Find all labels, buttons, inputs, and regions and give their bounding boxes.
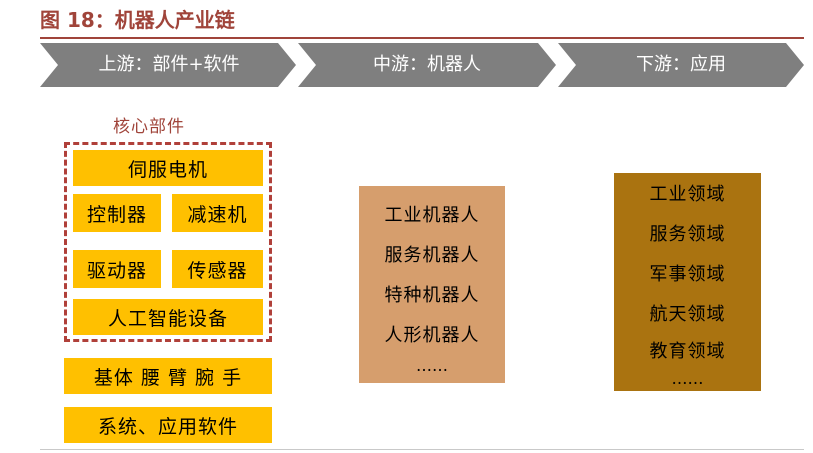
- midstream-item: 服务机器人: [384, 245, 480, 266]
- stage-label-midstream: 中游：机器人: [373, 54, 481, 75]
- stage-bar: 上游：部件+软件 中游：机器人 下游：应用: [40, 43, 804, 87]
- downstream-item: 工业领域: [649, 184, 726, 205]
- core-components-group: [64, 142, 272, 342]
- core-part-sensor: 传感器: [172, 250, 263, 288]
- downstream-item: 军事领域: [649, 264, 726, 285]
- downstream-panel: 工业领域 服务领域 军事领域 航天领域 教育领域 ……: [614, 173, 761, 391]
- core-part-reducer: 减速机: [172, 194, 263, 232]
- stage-label-downstream: 下游：应用: [636, 54, 726, 75]
- midstream-item: 工业机器人: [384, 205, 480, 226]
- downstream-item: 服务领域: [649, 224, 726, 245]
- stage-chevron-upstream: [40, 43, 296, 87]
- stage-chevrons: [40, 43, 804, 87]
- title-underline: [40, 37, 804, 39]
- stage-label-upstream: 上游：部件+软件: [98, 54, 240, 75]
- body-parts-box: 基体 腰 臂 腕 手: [64, 358, 272, 394]
- figure-title: 图 18：机器人产业链: [40, 8, 235, 32]
- midstream-panel: 工业机器人 服务机器人 特种机器人 人形机器人 ……: [359, 186, 505, 383]
- software-box: 系统、应用软件: [64, 407, 272, 443]
- core-part-controller: 控制器: [73, 194, 161, 232]
- downstream-item: 教育领域: [649, 341, 726, 362]
- core-part-driver: 驱动器: [73, 250, 161, 288]
- midstream-item: 人形机器人: [384, 325, 480, 346]
- core-part-ai-device: 人工智能设备: [73, 299, 263, 335]
- bottom-divider: [40, 449, 804, 450]
- midstream-item: 特种机器人: [384, 285, 480, 306]
- core-part-servo-motor: 伺服电机: [73, 150, 263, 186]
- stage-chevron-downstream: [558, 43, 804, 87]
- core-components-title: 核心部件: [113, 117, 185, 137]
- midstream-ellipsis: ……: [416, 356, 448, 375]
- stage-chevron-midstream: [298, 43, 556, 87]
- downstream-ellipsis: ……: [671, 369, 704, 388]
- downstream-item: 航天领域: [649, 304, 726, 325]
